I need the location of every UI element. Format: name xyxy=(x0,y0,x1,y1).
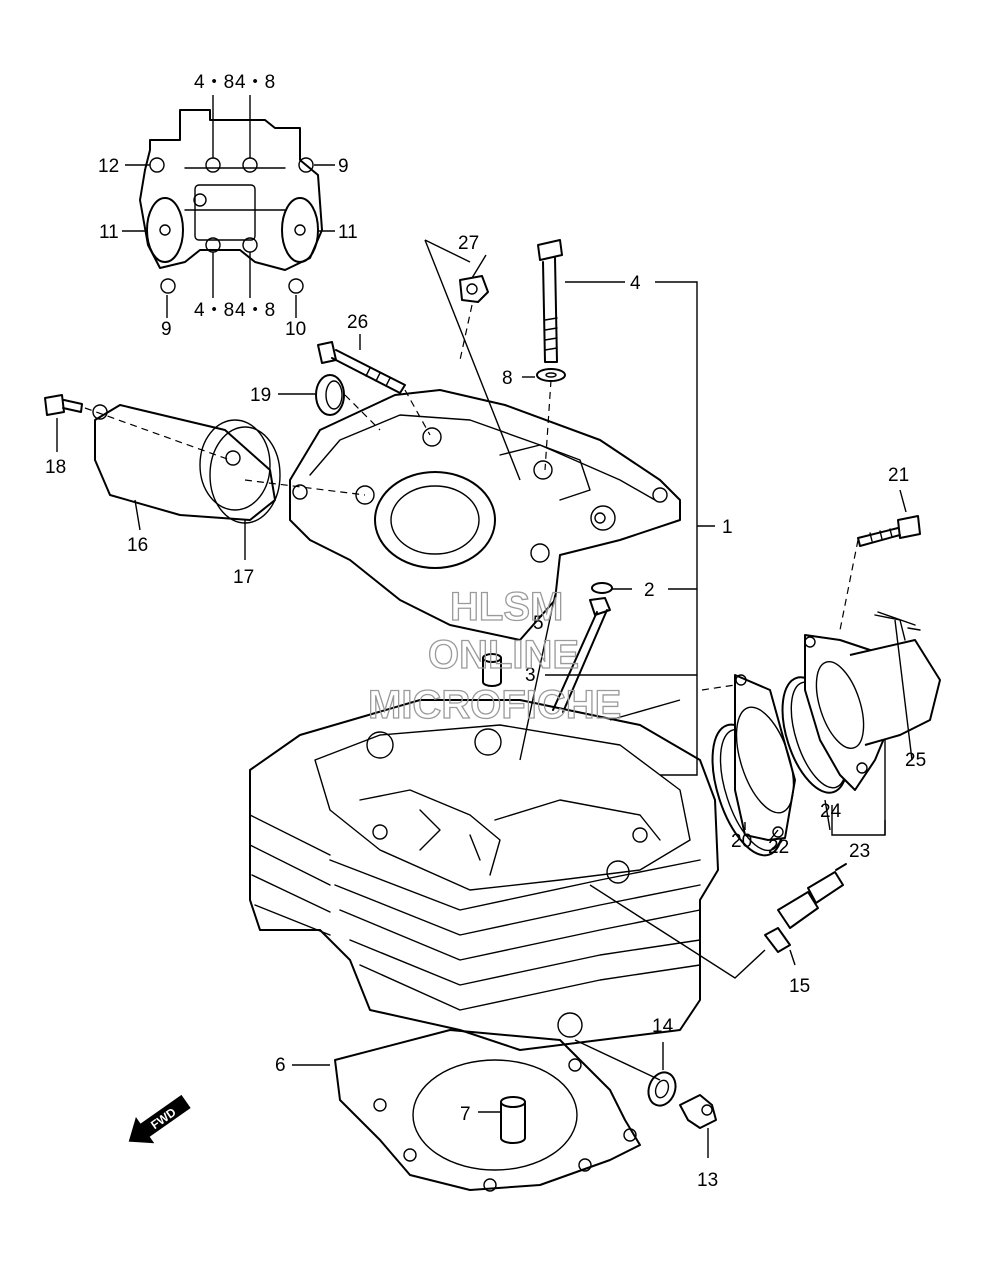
intake-pipe-25 xyxy=(804,611,941,791)
watermark-line-3: MICROFICHE xyxy=(368,683,621,727)
callout-26: 26 xyxy=(347,312,368,333)
callout-4-8-top-left: 4・8 xyxy=(194,72,234,93)
callout-11-left: 11 xyxy=(99,222,119,243)
oil-pipe xyxy=(552,597,611,713)
tappet-cover xyxy=(92,404,276,521)
callout-3: 3 xyxy=(525,665,536,686)
callout-4-8-bottom-left: 4・8 xyxy=(194,300,234,321)
callout-5: 5 xyxy=(533,613,544,634)
callout-18: 18 xyxy=(45,457,66,478)
callout-21: 21 xyxy=(888,465,909,486)
head-gasket xyxy=(334,1029,641,1192)
watermark-line-1: HLSM xyxy=(450,585,563,629)
callout-23: 23 xyxy=(849,841,870,862)
head-cover xyxy=(289,389,681,641)
dowel-pin-small xyxy=(482,653,502,687)
callout-20: 20 xyxy=(731,831,752,852)
callout-22: 22 xyxy=(768,837,789,858)
callout-9-right: 9 xyxy=(338,156,349,177)
callout-6: 6 xyxy=(275,1055,286,1076)
cylinder-head xyxy=(249,699,719,1051)
spark-plug xyxy=(764,863,847,953)
drain-plug xyxy=(679,1094,717,1129)
watermark-line-2: ONLINE xyxy=(428,633,579,677)
watermark: HLSM ONLINE MICROFICHE xyxy=(367,584,622,727)
callout-4: 4 xyxy=(630,273,641,294)
callout-17: 17 xyxy=(233,567,254,588)
callout-8: 8 xyxy=(502,368,513,389)
drain-washer xyxy=(647,1071,677,1107)
dowel-pin xyxy=(500,1096,526,1144)
callout-10: 10 xyxy=(285,319,306,340)
callout-labels: 1 2 3 4 5 6 7 8 9 9 10 11 11 12 13 14 15… xyxy=(45,72,926,1191)
callout-25: 25 xyxy=(905,750,926,771)
o-ring xyxy=(591,582,613,594)
callout-4-8-bottom-right: 4・8 xyxy=(235,300,275,321)
callout-1: 1 xyxy=(722,517,733,538)
callout-2: 2 xyxy=(644,580,655,601)
oil-seal xyxy=(315,374,345,416)
callout-9-bottom: 9 xyxy=(161,319,172,340)
head-bolt xyxy=(536,239,566,382)
callout-24: 24 xyxy=(820,801,842,822)
cover-bolt-short xyxy=(44,394,83,416)
cover-bolt-long xyxy=(317,341,406,394)
head-top-view-inset xyxy=(139,109,323,294)
callout-19: 19 xyxy=(250,385,271,406)
callout-15: 15 xyxy=(789,976,810,997)
callout-14: 14 xyxy=(652,1016,674,1037)
cap-nut xyxy=(459,275,489,303)
callout-12: 12 xyxy=(98,156,119,177)
callout-16: 16 xyxy=(127,535,148,556)
callout-11-right: 11 xyxy=(338,222,358,243)
callout-13: 13 xyxy=(697,1170,718,1191)
intake-bolt-21 xyxy=(857,515,921,547)
callout-27: 27 xyxy=(458,233,479,254)
intake-spacer-22 xyxy=(734,674,796,841)
callout-7: 7 xyxy=(460,1104,471,1125)
fwd-arrow: FWD xyxy=(128,1094,191,1144)
callout-4-8-top-right: 4・8 xyxy=(235,72,275,93)
leader-lines xyxy=(56,95,913,1158)
